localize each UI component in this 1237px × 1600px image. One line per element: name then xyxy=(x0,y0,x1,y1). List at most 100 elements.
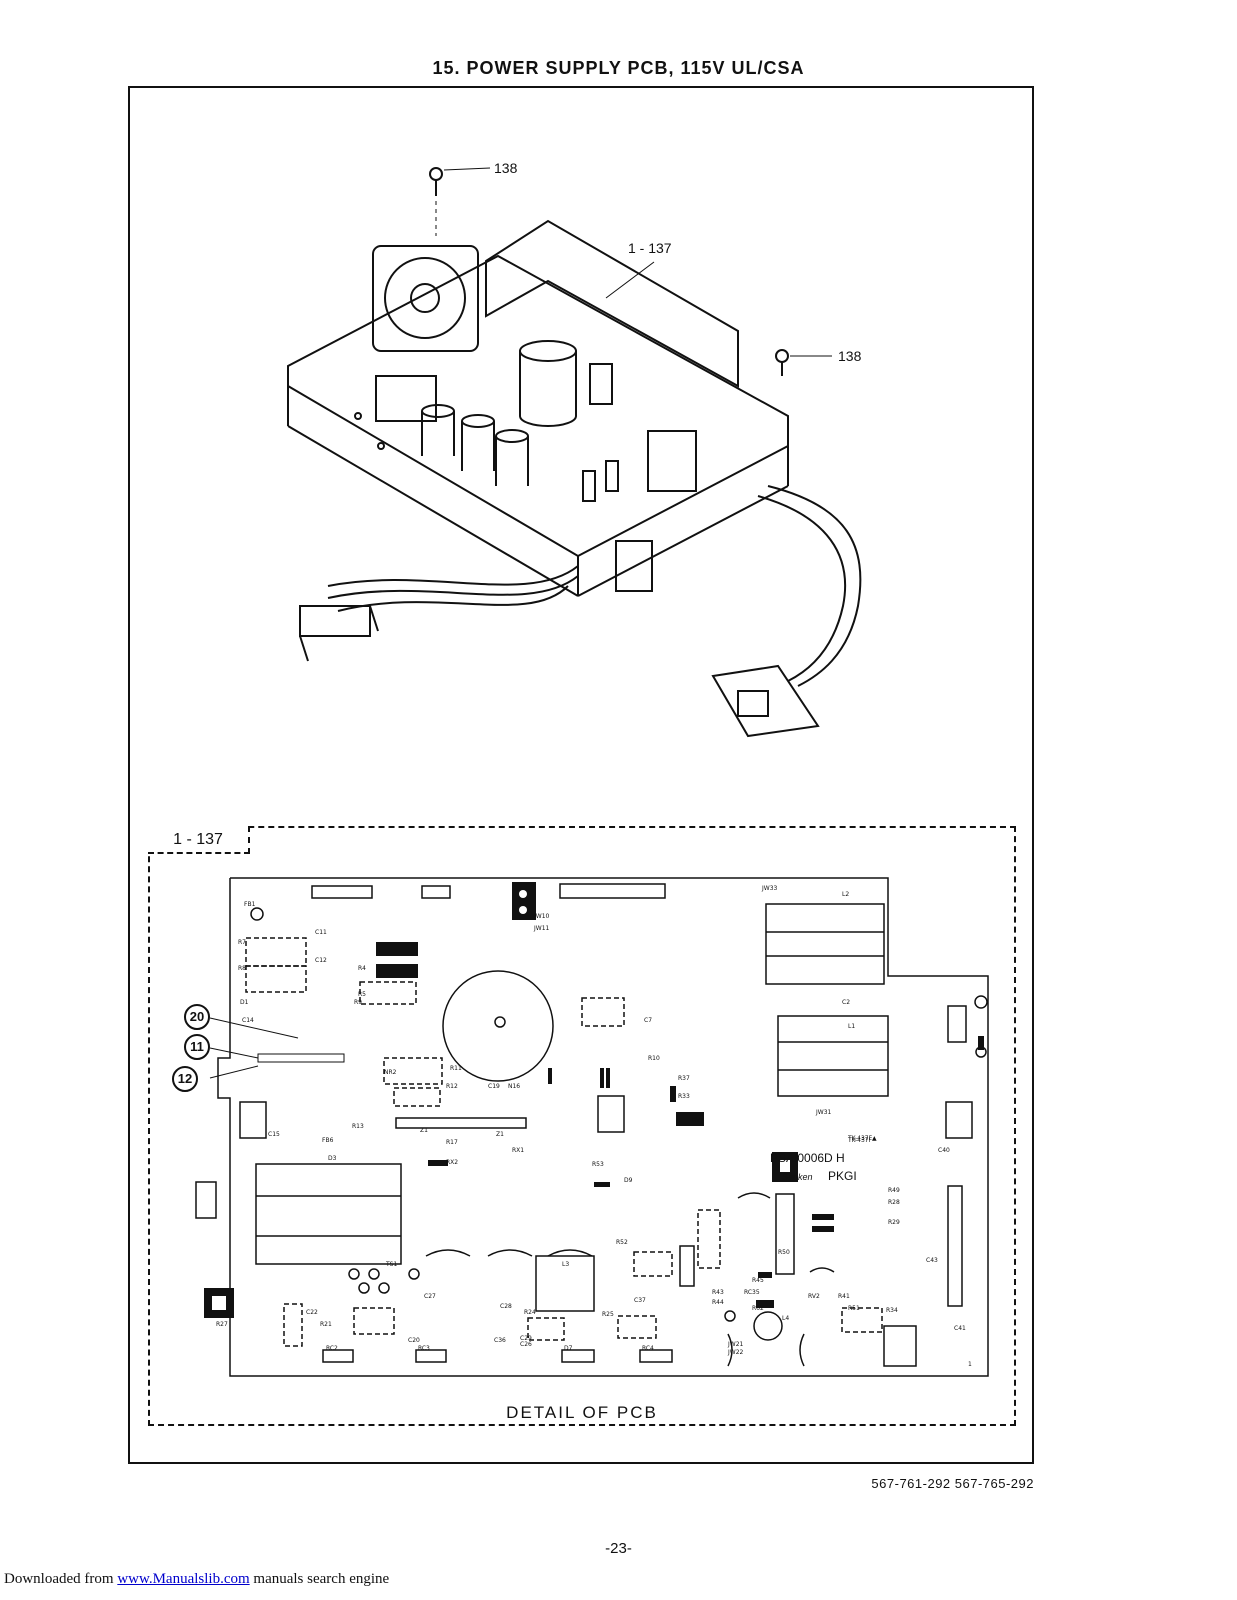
svg-text:C36: C36 xyxy=(494,1337,506,1344)
svg-text:FB1: FB1 xyxy=(244,901,256,908)
svg-text:JW22: JW22 xyxy=(727,1349,744,1356)
svg-text:R51: R51 xyxy=(848,1305,860,1312)
page-title: 15. POWER SUPPLY PCB, 115V UL/CSA xyxy=(432,58,805,78)
svg-text:R21: R21 xyxy=(320,1321,332,1328)
svg-text:L4: L4 xyxy=(782,1315,789,1322)
svg-text:C29: C29 xyxy=(520,1335,532,1342)
board-maker-label: Sanken xyxy=(782,1172,813,1182)
callout-screw-right: 138 xyxy=(838,348,862,364)
svg-text:D1: D1 xyxy=(240,999,249,1006)
power-supply-illustration xyxy=(287,167,862,738)
svg-text:C28: C28 xyxy=(500,1303,512,1310)
svg-text:R12: R12 xyxy=(446,1083,458,1090)
svg-text:R9: R9 xyxy=(354,999,362,1006)
svg-text:R24: R24 xyxy=(524,1309,536,1316)
svg-text:R29: R29 xyxy=(888,1219,900,1226)
svg-text:L3: L3 xyxy=(562,1261,569,1268)
ref-callout-20: 20 xyxy=(184,1004,210,1030)
svg-text:RV1: RV1 xyxy=(692,1117,704,1124)
board-id-label: TK-437F▲ xyxy=(847,1135,877,1142)
svg-text:C43: C43 xyxy=(926,1257,938,1264)
svg-text:RX2: RX2 xyxy=(446,1159,458,1166)
svg-text:C19: C19 xyxy=(488,1083,500,1090)
footer-suffix: manuals search engine xyxy=(253,1571,390,1587)
svg-text:Z1: Z1 xyxy=(496,1131,504,1138)
svg-text:C2: C2 xyxy=(842,999,850,1006)
svg-text:R33: R33 xyxy=(678,1093,690,1100)
pcb-layout: FB1 R4 R5 R7 R8 D1 C14 C11 C12 R9 C7 R10… xyxy=(195,877,989,1377)
svg-text:R34: R34 xyxy=(886,1307,898,1314)
svg-text:C14: C14 xyxy=(242,1017,254,1024)
svg-text:R25: R25 xyxy=(602,1311,614,1318)
svg-text:TK-437F: TK-437F xyxy=(847,1137,873,1144)
svg-text:R5: R5 xyxy=(358,991,366,998)
svg-text:R4: R4 xyxy=(358,965,366,972)
footer-prefix: Downloaded from xyxy=(4,1571,114,1587)
svg-text:C37: C37 xyxy=(634,1297,646,1304)
svg-text:C22: C22 xyxy=(306,1309,318,1316)
svg-text:RC2: RC2 xyxy=(326,1345,338,1352)
svg-text:C20: C20 xyxy=(408,1337,420,1344)
ref-callout-12: 12 xyxy=(172,1066,198,1092)
svg-text:JW31: JW31 xyxy=(815,1109,832,1116)
page-number: -23- xyxy=(605,1540,632,1557)
svg-text:R13: R13 xyxy=(352,1123,364,1130)
svg-text:1: 1 xyxy=(968,1361,972,1368)
svg-text:JW33: JW33 xyxy=(761,885,778,892)
svg-text:R28: R28 xyxy=(888,1199,900,1206)
svg-text:R10: R10 xyxy=(648,1055,660,1062)
svg-text:D7: D7 xyxy=(564,1345,573,1352)
svg-text:N16: N16 xyxy=(508,1083,520,1090)
svg-text:R62: R62 xyxy=(752,1305,764,1312)
svg-text:R41: R41 xyxy=(838,1293,850,1300)
svg-text:C12: C12 xyxy=(315,957,327,964)
part-codes: 567-761-292 567-765-292 xyxy=(871,1476,1034,1491)
svg-text:R11: R11 xyxy=(450,1065,462,1072)
svg-text:JW10: JW10 xyxy=(533,913,550,920)
svg-text:RC4: RC4 xyxy=(642,1345,654,1352)
board-code-label: PKGI xyxy=(828,1169,857,1183)
svg-text:R44: R44 xyxy=(712,1299,724,1306)
pcb-caption: DETAIL OF PCB xyxy=(506,1403,658,1422)
svg-text:Z1: Z1 xyxy=(420,1127,428,1134)
svg-text:FB6: FB6 xyxy=(322,1137,334,1144)
svg-text:D9: D9 xyxy=(624,1177,633,1184)
svg-text:R7: R7 xyxy=(238,939,246,946)
svg-text:C40: C40 xyxy=(938,1147,950,1154)
svg-text:RC35: RC35 xyxy=(744,1289,760,1296)
footer-link[interactable]: www.Manualslib.com xyxy=(117,1571,250,1587)
svg-text:JW11: JW11 xyxy=(533,925,550,932)
footer: Downloaded from www.Manualslib.com manua… xyxy=(4,1571,389,1588)
svg-text:RV2: RV2 xyxy=(808,1293,820,1300)
pcb-detail-frame xyxy=(148,826,1016,1426)
svg-text:RC3: RC3 xyxy=(418,1345,430,1352)
svg-text:C41: C41 xyxy=(954,1325,966,1332)
svg-text:R50: R50 xyxy=(778,1249,790,1256)
callout-screw-top: 138 xyxy=(494,160,518,176)
ref-callout-11: 11 xyxy=(184,1034,210,1060)
board-part-label: PSAI0006D H xyxy=(770,1151,845,1165)
svg-text:R52: R52 xyxy=(616,1239,628,1246)
svg-text:C7: C7 xyxy=(644,1017,652,1024)
svg-text:R8: R8 xyxy=(238,965,246,972)
pcb-detail-tag: 1 - 137 xyxy=(148,826,250,854)
svg-text:R37: R37 xyxy=(678,1075,690,1082)
svg-text:L1: L1 xyxy=(848,1023,855,1030)
svg-text:R27: R27 xyxy=(216,1321,228,1328)
svg-text:D3: D3 xyxy=(328,1155,337,1162)
diagram-frame xyxy=(128,86,1034,1464)
svg-text:R43: R43 xyxy=(712,1289,724,1296)
svg-text:C26: C26 xyxy=(520,1341,532,1348)
svg-text:L2: L2 xyxy=(842,891,849,898)
svg-text:R49: R49 xyxy=(888,1187,900,1194)
svg-text:R45: R45 xyxy=(752,1277,764,1284)
svg-text:C27: C27 xyxy=(424,1293,436,1300)
svg-text:JW21: JW21 xyxy=(727,1341,744,1348)
svg-text:RX1: RX1 xyxy=(512,1147,524,1154)
svg-text:TS1: TS1 xyxy=(385,1261,397,1268)
svg-text:R17: R17 xyxy=(446,1139,458,1146)
svg-text:C11: C11 xyxy=(315,929,327,936)
svg-text:NR2: NR2 xyxy=(384,1069,397,1076)
svg-text:R53: R53 xyxy=(592,1161,604,1168)
svg-text:C15: C15 xyxy=(268,1131,280,1138)
